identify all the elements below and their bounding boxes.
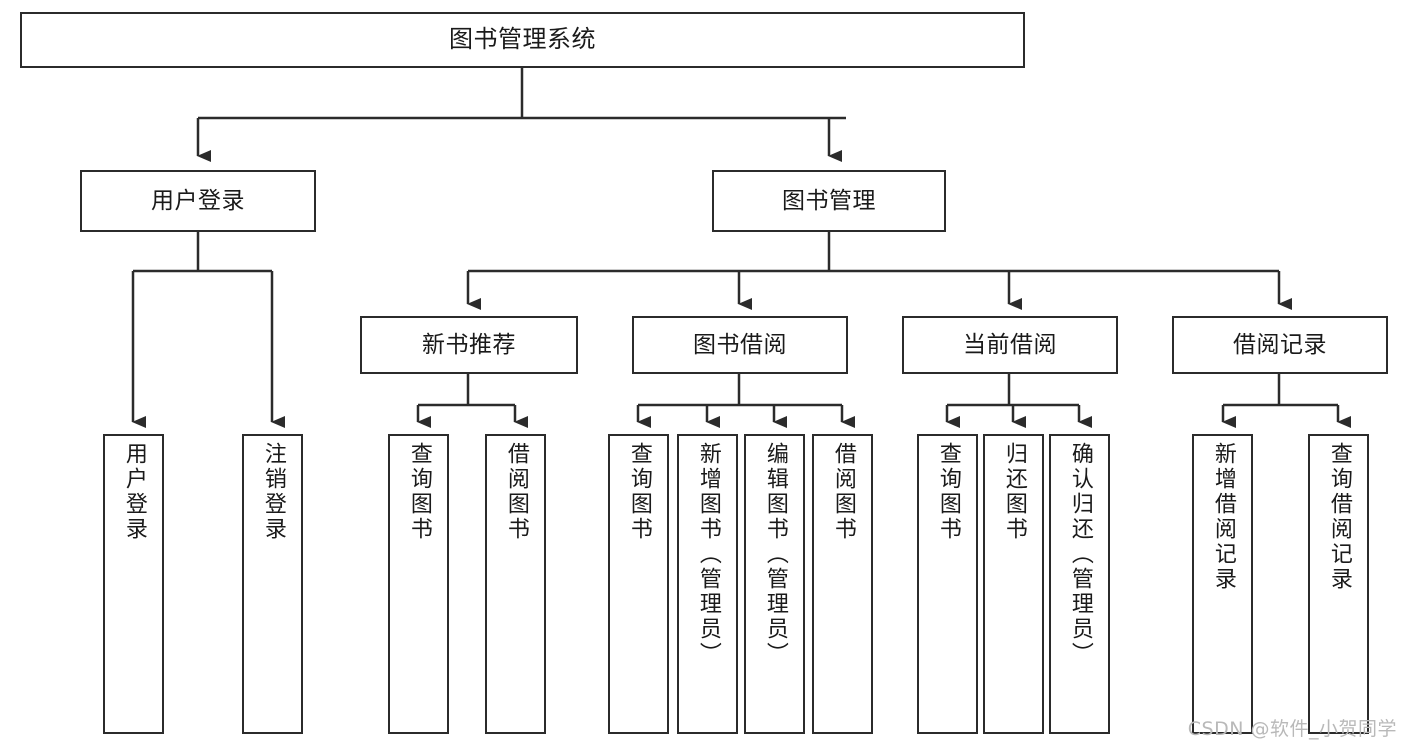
node-label: 图书管理: [782, 187, 876, 214]
node-label: 图书管理系统: [449, 25, 596, 54]
node-label: 查询图书: [935, 442, 961, 542]
node-label: 新增借阅记录: [1210, 442, 1236, 592]
node-book-borrowing[interactable]: 图书借阅: [632, 316, 848, 374]
node-label: 新增图书（管理员）: [695, 442, 721, 667]
node-label: 借阅记录: [1233, 331, 1327, 358]
leaf-return-book[interactable]: 归还图书: [983, 434, 1044, 734]
node-label: 当前借阅: [963, 331, 1057, 358]
node-current-borrowing[interactable]: 当前借阅: [902, 316, 1118, 374]
leaf-user-login[interactable]: 用户登录: [103, 434, 164, 734]
node-label: 查询借阅记录: [1326, 442, 1352, 592]
watermark: CSDN @软件_小贺同学: [1187, 718, 1397, 740]
node-root-book-management-system[interactable]: 图书管理系统: [20, 12, 1025, 68]
node-label: 借阅图书: [830, 442, 856, 542]
node-label: 借阅图书: [503, 442, 529, 542]
node-label: 查询图书: [406, 442, 432, 542]
node-book-management[interactable]: 图书管理: [712, 170, 946, 232]
node-borrow-records[interactable]: 借阅记录: [1172, 316, 1388, 374]
node-label: 确认归还（管理员）: [1067, 442, 1093, 667]
leaf-borrow-book-recommend[interactable]: 借阅图书: [485, 434, 546, 734]
leaf-query-book-recommend[interactable]: 查询图书: [388, 434, 449, 734]
leaf-logout[interactable]: 注销登录: [242, 434, 303, 734]
node-label: 归还图书: [1001, 442, 1027, 542]
node-label: 图书借阅: [693, 331, 787, 358]
node-user-login[interactable]: 用户登录: [80, 170, 316, 232]
node-label: 编辑图书（管理员）: [762, 442, 788, 667]
node-label: 用户登录: [121, 442, 147, 542]
node-new-book-recommendation[interactable]: 新书推荐: [360, 316, 578, 374]
node-label: 新书推荐: [422, 331, 516, 358]
leaf-query-book-current[interactable]: 查询图书: [917, 434, 978, 734]
node-label: 查询图书: [626, 442, 652, 542]
leaf-add-borrow-record[interactable]: 新增借阅记录: [1192, 434, 1253, 734]
leaf-edit-book-admin[interactable]: 编辑图书（管理员）: [744, 434, 805, 734]
leaf-add-book-admin[interactable]: 新增图书（管理员）: [677, 434, 738, 734]
leaf-query-borrow-record[interactable]: 查询借阅记录: [1308, 434, 1369, 734]
node-label: 注销登录: [260, 442, 286, 542]
leaf-confirm-return-admin[interactable]: 确认归还（管理员）: [1049, 434, 1110, 734]
leaf-borrow-book[interactable]: 借阅图书: [812, 434, 873, 734]
leaf-query-book-borrow[interactable]: 查询图书: [608, 434, 669, 734]
node-label: 用户登录: [151, 187, 245, 214]
